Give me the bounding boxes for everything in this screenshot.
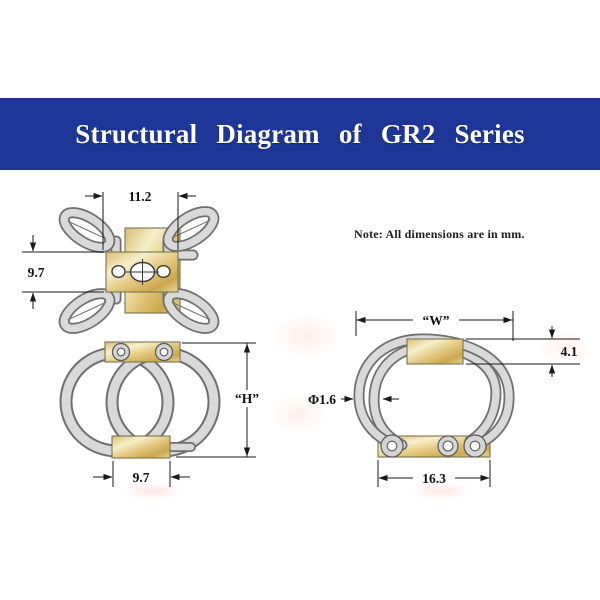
top-view-wire-loop-upper-right — [162, 206, 220, 252]
top-view-side-hole — [111, 265, 126, 279]
side-bar-thickness-dimension-label: 4.1 — [561, 344, 578, 359]
dim-side-width: “W” — [355, 311, 514, 341]
side-width-dimension-label: “W” — [423, 313, 450, 328]
page-title: Structural Diagram of GR2 Series — [75, 118, 525, 149]
side-view-top-bar — [406, 338, 464, 365]
side-base-length-dimension-label: 16.3 — [422, 471, 446, 486]
title-banner: Structural Diagram of GR2 Series — [0, 98, 600, 170]
top-view-wire-loop-lower-right — [162, 288, 220, 334]
top-width-dimension-label: 11.2 — [129, 189, 152, 204]
wire-diameter-dimension-label: Φ1.6 — [308, 392, 336, 407]
dim-top-depth: 9.7 — [22, 235, 104, 309]
dim-top-width: 11.2 — [85, 189, 196, 250]
dim-front-height: “H” — [176, 342, 259, 458]
side-view-drawing: “W” 4.1 Φ1.6 16.3 — [308, 311, 580, 487]
dim-front-base: 9.7 — [93, 461, 190, 487]
front-base-dimension-label: 9.7 — [133, 470, 150, 485]
top-view-drawing: 11.2 9.7 — [22, 189, 220, 334]
front-view-drawing: “H” 9.7 — [59, 341, 259, 487]
front-view-bottom-bar — [111, 435, 171, 459]
front-height-dimension-label: “H” — [235, 391, 259, 406]
dim-side-wire-diameter: Φ1.6 — [308, 392, 399, 407]
dim-side-bar-thickness: 4.1 — [466, 326, 580, 377]
units-note: Note: All dimensions are in mm. — [354, 227, 525, 241]
dim-side-base-length: 16.3 — [377, 460, 491, 487]
top-view-wire-loop-lower-left — [58, 288, 116, 334]
top-depth-dimension-label: 9.7 — [28, 265, 45, 280]
top-view-wire-loop-upper-left — [58, 207, 116, 253]
